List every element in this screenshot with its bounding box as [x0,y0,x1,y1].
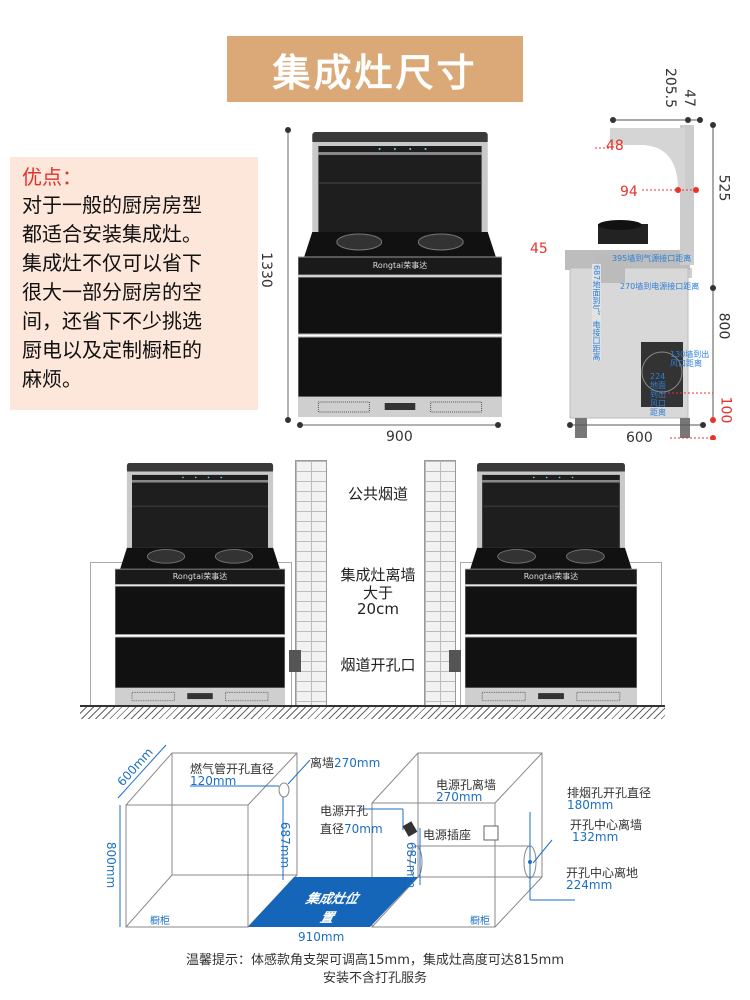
integrated-stove-drawing [464,463,638,705]
flue-hole-right [449,650,461,672]
title-banner: 集成灶尺寸 [227,36,523,102]
advantages-heading: 优点： [22,165,82,189]
stove-position-label: 集成灶位置 [303,892,361,926]
advantage-line: 间，还省下不少挑选 [22,309,202,333]
floor [80,705,665,719]
center-wall-label: 开孔中心离墙 [570,818,643,832]
exhaust-value: 180mm [567,798,614,812]
gas-hole-label: 燃气管开孔直径 [190,762,275,776]
gas-height: 687mm [278,821,293,869]
installed-stove-left [114,463,286,705]
advantage-line: 都适合安装集成灶。 [22,222,202,246]
front-height-dim: 1330 [257,252,274,288]
flue-hole-left [289,650,301,672]
cabinet-left-label: 橱柜 [150,916,170,927]
service-note: 安装不含打孔服务 [322,971,427,986]
gas-hole-value: 120mm [190,774,237,788]
side-label: 224地面到出风口距离 [650,372,666,417]
front-brand-logo: Rongtai荣事达 [372,261,428,270]
installed-brand-logo-right: Rongtai荣事达 [523,572,579,581]
front-width-dim: 900 [386,429,413,445]
gap-label: 集成灶离墙 [340,566,416,584]
exhaust-label: 排烟孔开孔直径 [567,786,652,800]
integrated-stove-drawing [114,463,286,705]
gap-label: 大于 [362,584,393,602]
side-dim-525: 525 [715,174,732,202]
side-dim-205-5: 205.5 [662,67,679,109]
side-view-stove [565,117,716,440]
wall-gap: 离墙270mm [310,752,380,771]
front-dimension-lines [285,127,501,428]
power-wall-value: 270mm [436,790,483,804]
power-height: 687mm [404,841,419,889]
flue-wall-left [295,460,327,707]
flue-hole-label: 烟道开孔口 [340,656,416,674]
advantage-line: 厨电以及定制橱柜的 [22,338,202,362]
socket-label: 电源插座 [423,828,472,842]
opening-width: 910mm [298,930,345,944]
advantage-line: 对于一般的厨房房型 [22,193,202,217]
stove-position-area [248,877,418,927]
advantage-line: 麻烦。 [22,367,82,391]
power-hole-value: 70mm [344,822,383,836]
installed-brand-logo-left: Rongtai荣事达 [172,572,228,581]
center-floor-label: 开孔中心离地 [566,866,639,880]
public-flue-label: 公共烟道 [347,485,408,503]
integrated-stove-drawing [297,132,503,417]
tip-note: 温馨提示：体感款角支架可调高15mm，集成灶高度可达815mm [185,953,564,968]
side-dim-600: 600 [626,430,653,446]
side-label: 270墙到电源接口距离 [620,282,700,291]
cabinet-diagram [117,744,575,928]
installed-stove-right [464,463,638,705]
cabinet-height: 800mm [104,841,119,889]
power-hole-label: 电源开孔 [320,804,369,818]
power-hole-label2: 直径 [320,822,345,836]
side-label: 395墙到气源接口距离 [612,254,692,263]
power-hole: 直径70mm [320,818,383,837]
side-dim-94: 94 [620,184,638,200]
side-dim-47: 47 [680,89,697,107]
side-dim-100: 100 [717,396,734,424]
side-dim-48: 48 [606,138,624,154]
front-view-stove [297,132,503,417]
side-label: 130墙到出风口距离 [670,350,710,368]
advantage-line: 集成灶不仅可以省下 [22,251,202,275]
side-label: 687地面到气、电接口距离 [592,264,601,362]
advantage-line: 很大一部分厨房的空 [22,280,202,304]
center-wall-value: 132mm [572,830,619,844]
center-floor-value: 224mm [566,878,613,892]
wall-gap-value: 270mm [334,756,381,770]
power-wall-label: 电源孔离墙 [436,778,497,792]
side-dim-800: 800 [715,312,732,340]
side-dim-45: 45 [530,241,548,257]
gap-value: 20cm [357,600,399,618]
advantages-box: 优点： 对于一般的厨房房型 都适合安装集成灶。 集成灶不仅可以省下 很大一部分厨… [10,157,258,410]
cabinet-right-label: 橱柜 [470,916,490,927]
wall-gap-label: 离墙 [310,756,335,770]
